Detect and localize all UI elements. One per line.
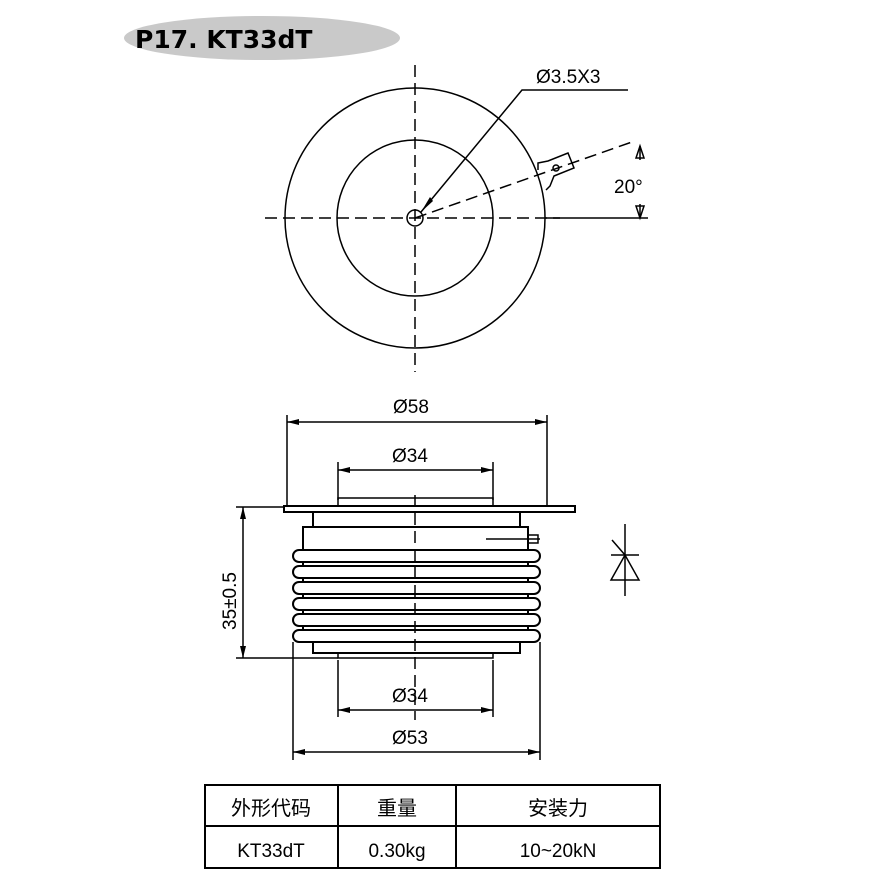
dim-bottom-contact: Ø34 <box>392 686 428 707</box>
header-code: 外形代码 <box>231 796 311 820</box>
cell-code: KT33dT <box>237 841 305 862</box>
header-weight: 重量 <box>377 796 417 820</box>
cell-weight: 0.30kg <box>368 841 425 862</box>
cell-mount-force: 10~20kN <box>520 841 597 862</box>
thyristor-symbol-icon <box>609 524 641 596</box>
dim-height: 35±0.5 <box>220 572 241 630</box>
dim-body: Ø53 <box>392 728 428 749</box>
dim-outer-flange: Ø58 <box>393 397 429 418</box>
ceramic-ribs <box>292 549 541 643</box>
top-view: Ø3.5X3 20° <box>265 65 648 372</box>
spec-table: 外形代码 重量 安装力 KT33dT 0.30kg 10~20kN <box>204 784 661 869</box>
dim-top-contact: Ø34 <box>392 446 428 467</box>
title-badge: P17. KT33dT <box>124 16 400 60</box>
side-view: Ø58 Ø34 35±0.5 <box>220 397 576 760</box>
header-mount-force: 安装力 <box>528 796 588 820</box>
hole-label: Ø3.5X3 <box>536 67 600 88</box>
title: P17. KT33dT <box>135 25 312 54</box>
angle-label: 20° <box>614 177 643 198</box>
